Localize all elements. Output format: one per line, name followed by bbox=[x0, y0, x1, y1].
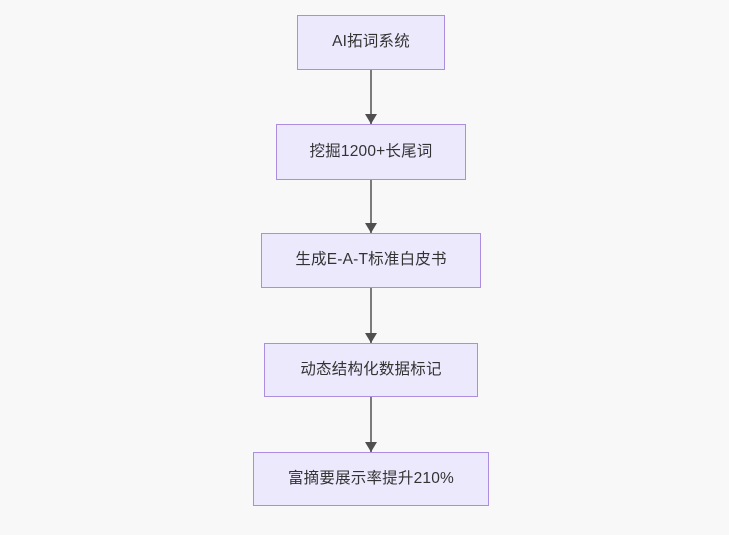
flowchart-node-generate-eat-whitepaper[interactable]: 生成E-A-T标准白皮书 bbox=[261, 233, 481, 288]
flowchart-node-mine-longtail-keywords[interactable]: 挖掘1200+长尾词 bbox=[276, 124, 466, 180]
node-label: 挖掘1200+长尾词 bbox=[309, 142, 433, 160]
flowchart-node-rich-snippet-rate-increase[interactable]: 富摘要展示率提升210% bbox=[253, 452, 489, 506]
connector-line bbox=[370, 70, 372, 124]
connector-line bbox=[370, 180, 372, 233]
connector-node3-node4 bbox=[364, 288, 378, 343]
arrowhead-icon bbox=[365, 223, 377, 233]
connector-node2-node3 bbox=[364, 180, 378, 233]
connector-line bbox=[370, 288, 372, 343]
flowchart-node-dynamic-structured-data-markup[interactable]: 动态结构化数据标记 bbox=[264, 343, 478, 397]
connector-node4-node5 bbox=[364, 397, 378, 452]
arrowhead-icon bbox=[365, 114, 377, 124]
arrowhead-icon bbox=[365, 333, 377, 343]
node-label: 富摘要展示率提升210% bbox=[287, 469, 455, 487]
connector-node1-node2 bbox=[364, 70, 378, 124]
node-label: 动态结构化数据标记 bbox=[300, 360, 442, 378]
node-label: 生成E-A-T标准白皮书 bbox=[295, 251, 447, 269]
connector-line bbox=[370, 397, 372, 452]
flowchart-node-ai-keyword-system[interactable]: AI拓词系统 bbox=[297, 15, 445, 70]
arrowhead-icon bbox=[365, 442, 377, 452]
node-label: AI拓词系统 bbox=[332, 33, 410, 51]
